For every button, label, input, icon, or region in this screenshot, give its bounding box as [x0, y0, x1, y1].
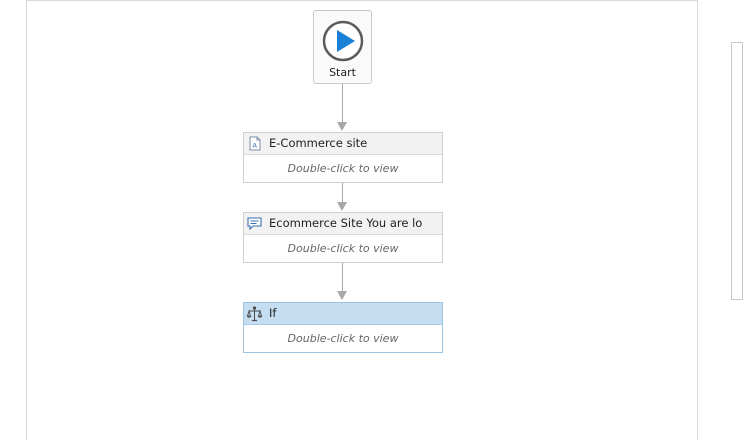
activity-title: E-Commerce site — [269, 136, 368, 150]
svg-text:A: A — [253, 142, 258, 150]
connector-arrow — [337, 122, 347, 131]
activity-message-box[interactable]: Ecommerce Site You are lo Double-click t… — [243, 212, 443, 263]
activity-header[interactable]: Ecommerce Site You are lo — [244, 213, 442, 235]
activity-title: If — [269, 306, 277, 320]
start-node[interactable]: Start — [313, 10, 372, 84]
play-icon — [322, 20, 364, 62]
message-box-icon — [247, 217, 262, 231]
if-condition-icon — [246, 306, 263, 322]
activity-title: Ecommerce Site You are lo — [269, 216, 423, 230]
connector-line — [342, 263, 343, 292]
activity-if[interactable]: If Double-click to view — [243, 302, 443, 353]
start-label: Start — [329, 66, 356, 79]
scrollbar-thumb[interactable] — [731, 42, 743, 300]
activity-ecommerce-site[interactable]: A E-Commerce site Double-click to view — [243, 132, 443, 183]
activity-header[interactable]: If — [244, 303, 442, 325]
connector-arrow — [337, 291, 347, 300]
document-icon: A — [249, 136, 261, 151]
activity-hint: Double-click to view — [287, 332, 399, 345]
connector-arrow — [337, 202, 347, 211]
connector-line — [342, 183, 343, 203]
activity-hint: Double-click to view — [287, 242, 399, 255]
activity-header[interactable]: A E-Commerce site — [244, 133, 442, 155]
activity-hint: Double-click to view — [287, 162, 399, 175]
connector-line — [342, 84, 343, 122]
